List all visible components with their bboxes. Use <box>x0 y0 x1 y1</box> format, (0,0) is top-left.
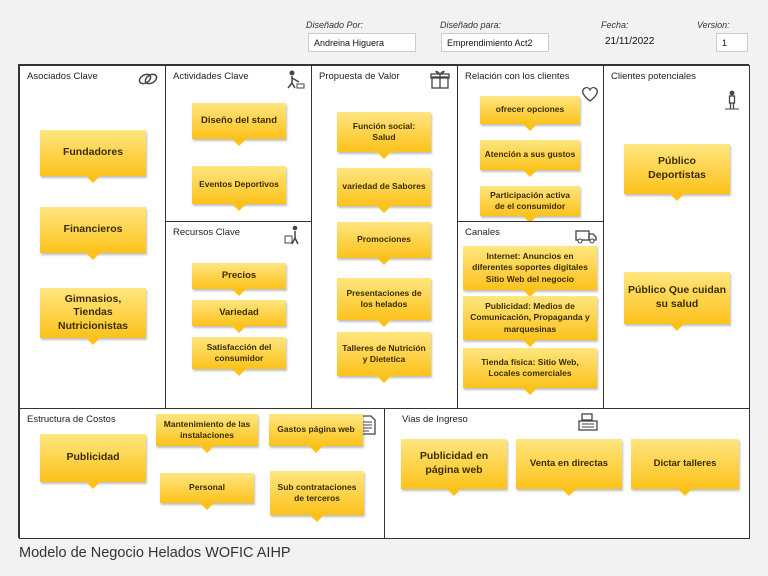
block-title: Recursos Clave <box>173 227 241 238</box>
chain-link-icon <box>138 73 158 85</box>
note-nutrition-workshops[interactable]: Talleres de Nutrición y Dietetica <box>337 332 431 383</box>
worker-crate-icon <box>284 225 299 245</box>
block-title: Relación con los clientes <box>465 71 570 82</box>
note-flavor-variety[interactable]: variedad de Sabores <box>337 168 431 213</box>
designed-for-label: Diseñado para: <box>440 20 502 30</box>
block-title: Clientes potenciales <box>611 71 697 82</box>
note-variety[interactable]: Variedad <box>192 300 286 333</box>
block-value-proposition: Propuesta de Valor Función social: Salud… <box>311 65 458 409</box>
truck-icon <box>575 230 597 244</box>
designed-for-field[interactable]: Emprendimiento Act2 <box>441 33 549 52</box>
block-channels: Canales Internet: Anuncios en diferentes… <box>457 221 604 409</box>
date-label: Fecha: <box>601 20 629 30</box>
date-field[interactable]: 21/11/2022 <box>605 36 655 47</box>
designed-by-label: Diseñado Por: <box>306 20 364 30</box>
note-direct-sales-revenue[interactable]: Venta en directas <box>516 439 622 496</box>
block-title: Canales <box>465 227 500 238</box>
note-physical-store[interactable]: Tienda física: Sitio Web, Locales comerc… <box>463 348 597 395</box>
note-sports-public[interactable]: Público Deportistas <box>624 144 730 201</box>
note-customer-attention[interactable]: Atención a sus gustos <box>480 140 580 177</box>
block-title: Actividades Clave <box>173 71 249 82</box>
note-founders[interactable]: Fundadores <box>40 130 146 183</box>
person-icon <box>725 90 739 110</box>
note-web-advertising-revenue[interactable]: Publicidad en página web <box>401 439 507 496</box>
block-title: Estructura de Costos <box>27 414 116 425</box>
block-key-partners: Asociados Clave Fundadores Financieros G… <box>19 65 166 409</box>
block-title: Propuesta de Valor <box>319 71 400 82</box>
block-customer-segments: Clientes potenciales Público Deportistas… <box>603 65 750 409</box>
note-internet-channel[interactable]: Internet: Anuncios en diferentes soporte… <box>463 246 597 297</box>
cash-register-icon <box>578 413 598 431</box>
note-health-public[interactable]: Público Que cuidan su salud <box>624 272 730 331</box>
note-maintenance-cost[interactable]: Mantenimiento de las instalaciones <box>156 414 258 453</box>
block-revenue-streams: Vias de Ingreso Publicidad en página web… <box>384 408 750 539</box>
note-advertising-channel[interactable]: Publicidad: Medios de Comunicación, Prop… <box>463 296 597 347</box>
note-prices[interactable]: Precios <box>192 263 286 296</box>
block-cost-structure: Estructura de Costos Publicidad Mantenim… <box>19 408 385 539</box>
gift-icon <box>430 70 450 89</box>
block-key-resources: Recursos Clave Precios Variedad Satisfac… <box>165 221 312 409</box>
note-promotions[interactable]: Promociones <box>337 222 431 265</box>
block-title: Vias de Ingreso <box>402 414 468 425</box>
note-investors[interactable]: Financieros <box>40 207 146 260</box>
block-title: Asociados Clave <box>27 71 98 82</box>
note-offer-options[interactable]: ofrecer opciones <box>480 96 580 131</box>
note-gyms-stores[interactable]: Gimnasios, Tiendas Nutricionistas <box>40 288 146 345</box>
version-field[interactable]: 1 <box>716 33 748 52</box>
note-webpage-cost[interactable]: Gastos página web <box>269 414 363 453</box>
version-label: Version: <box>697 20 730 30</box>
note-advertising-cost[interactable]: Publicidad <box>40 434 146 489</box>
worker-icon <box>287 70 305 89</box>
note-stand-design[interactable]: Diseño del stand <box>192 103 286 146</box>
note-consumer-participation[interactable]: Participación activa de el consumidor <box>480 186 580 223</box>
heart-icon <box>582 86 598 102</box>
designed-by-field[interactable]: Andreina Higuera <box>308 33 416 52</box>
block-customer-relationships: Relación con los clientes ofrecer opcion… <box>457 65 604 223</box>
note-consumer-satisfaction[interactable]: Satisfacción del consumidor <box>192 337 286 376</box>
note-presentations[interactable]: Presentaciones de los helados <box>337 278 431 327</box>
business-model-canvas: Asociados Clave Fundadores Financieros G… <box>18 64 750 539</box>
note-subcontracting-cost[interactable]: Sub contrataciones de terceros <box>270 471 364 522</box>
block-key-activities: Actividades Clave Diseño del stand Event… <box>165 65 312 222</box>
note-workshops-revenue[interactable]: Dictar talleres <box>631 439 739 496</box>
note-sports-events[interactable]: Eventos Deportivos <box>192 166 286 211</box>
note-social-function[interactable]: Función social: Salud <box>337 112 431 159</box>
page-title: Modelo de Negocio Helados WOFIC AIHP <box>19 545 291 561</box>
note-staff-cost[interactable]: Personal <box>160 473 254 510</box>
